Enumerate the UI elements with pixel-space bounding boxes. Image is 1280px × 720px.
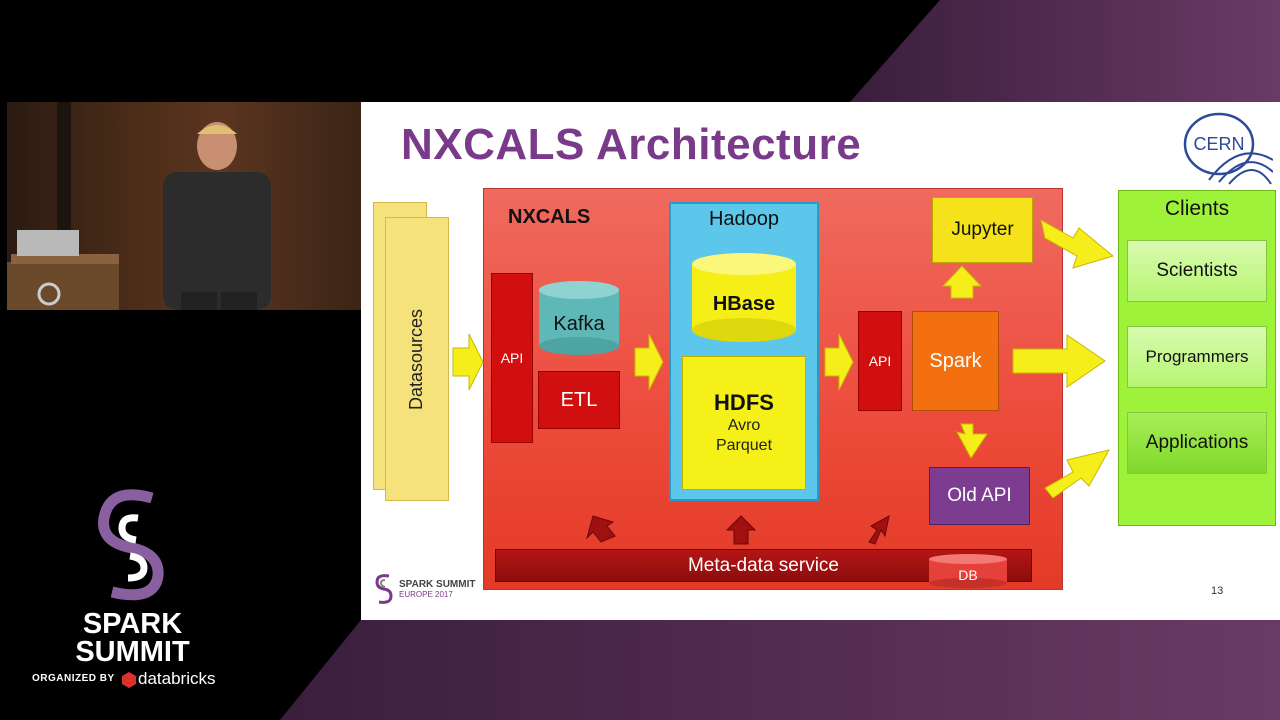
databricks-label: databricks [138, 669, 216, 688]
hdfs-format-avro: Avro [727, 417, 761, 434]
arrow-spark-to-jupyter [941, 265, 983, 299]
api-access-box: API [858, 311, 902, 411]
spark-summit-event-logo: SPARK SUMMIT ORGANIZED BY databricks [30, 488, 240, 698]
api-access-label: API [868, 353, 892, 369]
hbase-label: HBase [713, 293, 775, 315]
spark-summit-small-icon [375, 574, 393, 604]
arrow-spark-to-oldapi [956, 423, 988, 459]
arrow-oldapi-to-applications [1044, 449, 1110, 499]
organized-by-label: ORGANIZED BY [32, 673, 115, 684]
nxcals-label: NXCALS [508, 206, 591, 228]
arrow-datasources-to-api [452, 333, 484, 391]
cern-logo-text: CERN [1193, 134, 1244, 154]
flow-arrows [452, 219, 1115, 545]
client-scientists: Scientists [1127, 240, 1267, 302]
kafka-cylinder: Kafka [539, 281, 619, 355]
client-programmers-label: Programmers [1145, 347, 1249, 366]
arrow-hadoop-to-api [824, 333, 854, 391]
etl-label: ETL [560, 388, 598, 411]
client-programmers: Programmers [1127, 326, 1267, 388]
arrow-spark-to-programmers [1012, 334, 1106, 388]
databricks-icon [122, 672, 136, 688]
jupyter-label: Jupyter [951, 219, 1014, 240]
metadata-service-label: Meta-data service [687, 554, 839, 576]
api-ingest-label: API [500, 350, 524, 366]
hdfs-label: HDFS [714, 390, 774, 415]
old-api-label: Old API [947, 485, 1012, 506]
slide-footer-logo: SPARK SUMMIT EUROPE 2017 [373, 572, 475, 611]
arrow-meta-to-spark [868, 515, 890, 545]
hbase-cylinder: HBase [692, 253, 796, 342]
kafka-label: Kafka [553, 313, 605, 335]
hdfs-format-parquet: Parquet [715, 437, 773, 454]
spark-summit-icon [98, 489, 164, 601]
jupyter-box: Jupyter [932, 197, 1033, 263]
spark-box: Spark [912, 311, 999, 411]
speaker-video [7, 102, 361, 310]
arrow-jupyter-to-clients [1040, 219, 1115, 269]
db-cylinder: DB [929, 554, 1007, 588]
etl-box: ETL [538, 371, 620, 429]
arrow-meta-to-hadoop [725, 515, 757, 545]
db-label: DB [958, 567, 977, 583]
presentation-slide: NXCALS Architecture CERN Datasources NXC… [361, 102, 1280, 620]
footer-logo-line1: SPARK SUMMIT [399, 579, 476, 590]
api-ingest-box: API [491, 273, 533, 443]
event-logo-line2: SUMMIT [75, 636, 190, 668]
old-api-box: Old API [929, 467, 1030, 525]
hadoop-label: Hadoop [708, 208, 780, 230]
client-applications-label: Applications [1145, 432, 1249, 453]
datasources-box: Datasources [385, 217, 449, 501]
client-scientists-label: Scientists [1156, 260, 1238, 281]
event-logo-line1: SPARK [82, 608, 183, 640]
cern-logo: CERN [1179, 110, 1274, 190]
arrow-meta-to-ingest [586, 515, 616, 543]
spark-label: Spark [929, 349, 982, 372]
arrow-kafka-to-hadoop [634, 333, 664, 391]
clients-label: Clients [1164, 197, 1230, 220]
footer-logo-line2: EUROPE 2017 [399, 590, 453, 599]
client-applications: Applications [1127, 412, 1267, 474]
slide-title: NXCALS Architecture [401, 120, 862, 169]
hdfs-box: HDFS Avro Parquet [682, 356, 806, 490]
page-number: 13 [1211, 585, 1224, 597]
